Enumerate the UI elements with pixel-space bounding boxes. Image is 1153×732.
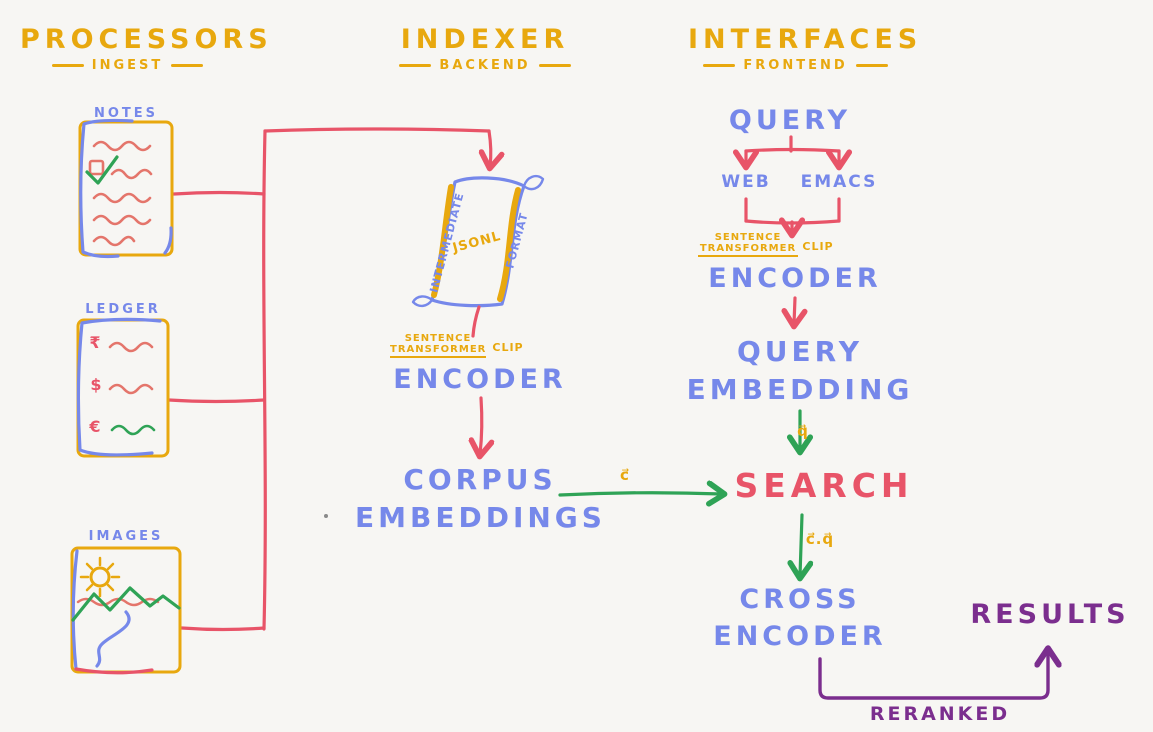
ink-dot: [324, 514, 328, 518]
dollar-symbol: $: [90, 375, 102, 394]
corpus-embeddings-block: CORPUS EMBEDDINGS: [355, 461, 605, 537]
ingest-connector-lines: [167, 127, 491, 632]
interfaces-model-line1: SENTENCE: [714, 232, 782, 243]
query-embedding-line2: EMBEDDING: [686, 373, 914, 406]
processors-subtitle-label: INGEST: [91, 58, 164, 73]
indexer-subtitle: BACKEND: [380, 58, 590, 73]
reranked-label: RERANKED: [869, 703, 1011, 725]
query-embedding-line1: QUERY: [737, 335, 863, 368]
corpus-vector-label: c⃗: [620, 466, 630, 484]
interfaces-subtitle-label: FRONTEND: [743, 58, 848, 73]
sun-icon: [79, 556, 121, 598]
encoder-to-corpus-arrow: [480, 396, 482, 454]
river-drawing: [95, 610, 131, 668]
notes-label: NOTES: [93, 106, 159, 121]
indexer-model-clip: CLIP: [492, 341, 524, 354]
client-web-label: WEB: [721, 172, 771, 192]
indexer-title: INDEXER: [400, 24, 570, 55]
results-label: RESULTS: [970, 599, 1130, 630]
notes-card-drawing: [78, 118, 174, 259]
indexer-model-line2: TRANSFORMER: [390, 344, 486, 358]
mountains-drawing: [71, 586, 181, 622]
ledger-card-drawing: [76, 317, 170, 458]
cross-to-results-arrow: [818, 651, 1048, 700]
client-emacs-label: EMACS: [800, 172, 878, 192]
query-label: QUERY: [728, 105, 852, 136]
interfaces-title: INTERFACES: [688, 24, 923, 55]
encoder-to-embedding-arrow: [794, 296, 795, 324]
search-label: SEARCH: [734, 466, 914, 505]
indexer-subtitle-label: BACKEND: [439, 58, 531, 73]
corpus-to-search-arrow: [558, 493, 722, 495]
processors-subtitle: INGEST: [20, 58, 235, 73]
corpus-line1: CORPUS: [403, 463, 557, 496]
cross-encoder-block: CROSS ENCODER: [690, 581, 910, 655]
interfaces-encoder-label: ENCODER: [708, 263, 882, 294]
corpus-line2: EMBEDDINGS: [355, 501, 606, 534]
interfaces-model-clip: CLIP: [802, 240, 834, 253]
query-embedding-block: QUERY EMBEDDING: [680, 333, 920, 409]
query-vector-label: q⃗: [797, 422, 809, 440]
dot-product-label: c⃗.q⃗: [805, 530, 835, 548]
jsonl-scroll-drawing: [411, 175, 545, 308]
images-label: IMAGES: [88, 529, 164, 544]
processors-title: PROCESSORS: [20, 24, 273, 55]
query-to-clients-arrows: [746, 135, 839, 165]
clients-to-encoder-arrows: [744, 197, 841, 233]
indexer-model-line1: SENTENCE: [404, 333, 472, 344]
rupee-symbol: ₹: [89, 333, 101, 352]
indexer-encoder-label: ENCODER: [393, 364, 567, 395]
scroll-to-encoder-line: [471, 305, 481, 338]
interfaces-subtitle: FRONTEND: [688, 58, 903, 73]
search-to-cross-arrow: [800, 513, 802, 576]
euro-symbol: €: [89, 417, 101, 436]
cross-encoder-line2: ENCODER: [713, 621, 887, 652]
cross-encoder-line1: CROSS: [739, 584, 861, 615]
interfaces-model-line2: TRANSFORMER: [698, 243, 798, 257]
ledger-label: LEDGER: [85, 302, 161, 317]
images-card-drawing: [70, 546, 182, 675]
